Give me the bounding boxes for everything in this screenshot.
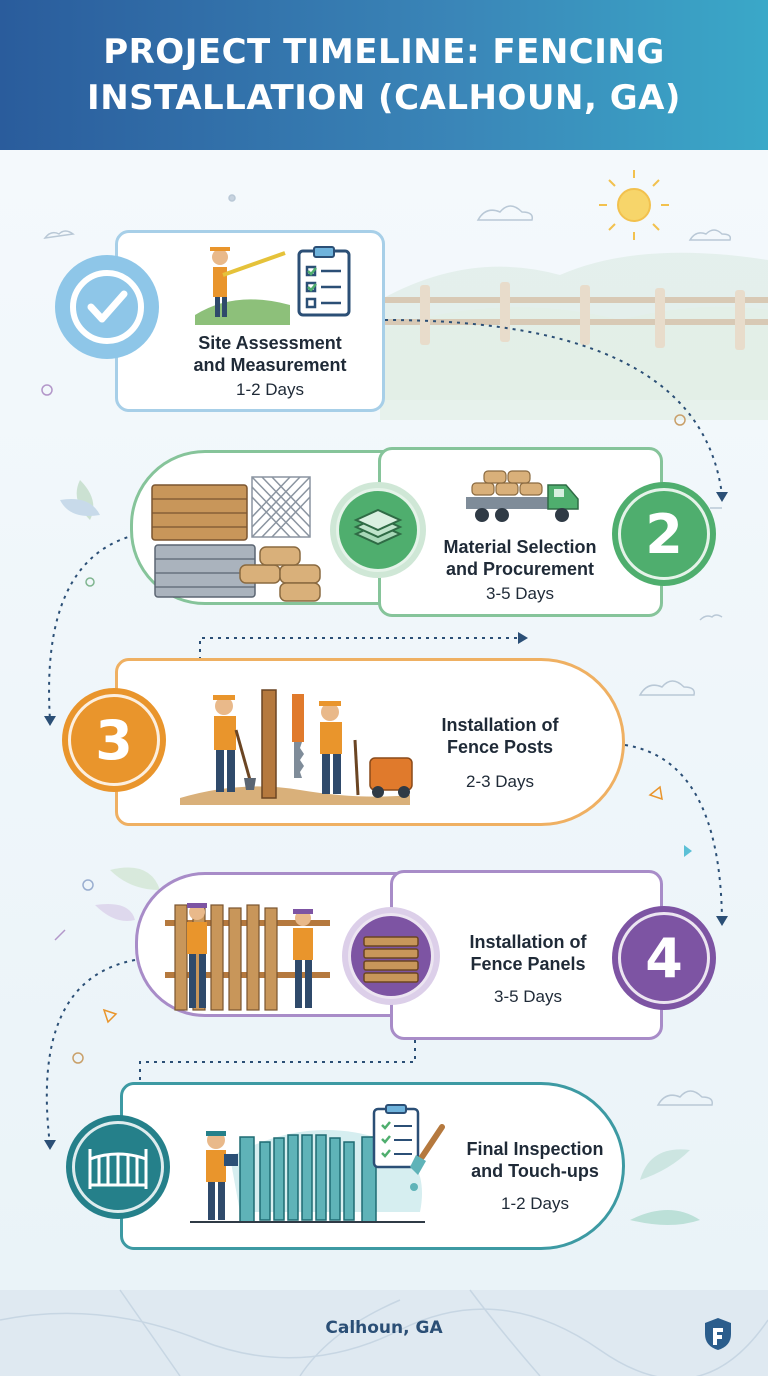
step-2-duration: 3-5 Days (485, 584, 555, 603)
footer-location: Calhoun, GA (325, 1318, 443, 1338)
step-3-label: Installation of Fence Posts 2-3 Days (405, 714, 595, 792)
step-5-title-line-1: Final Inspection (466, 1139, 604, 1159)
step-3-duration: 2-3 Days (465, 772, 535, 791)
paintbrush-icon (372, 1104, 445, 1191)
step-1-badge (55, 255, 159, 359)
step-2-badge: 2 (612, 482, 716, 586)
step-4-label: Installation of Fence Panels 3-5 Days (433, 931, 623, 1007)
step-4-title-line-2: Fence Panels (470, 954, 586, 974)
footer-map (0, 1290, 768, 1376)
step-2-number: 2 (645, 502, 683, 566)
truck-icon (466, 470, 579, 522)
step-5-label: Final Inspection and Touch-ups 1-2 Days (440, 1138, 630, 1214)
surveyor-icon (195, 247, 290, 325)
checkmark-icon (70, 270, 144, 344)
step-4-badge: 4 (612, 906, 716, 1010)
step-5-title-line-2: and Touch-ups (471, 1161, 599, 1181)
step-5-duration: 1-2 Days (500, 1194, 570, 1213)
post-digging-icon (180, 689, 413, 805)
step-4-inner-badge (342, 907, 440, 1005)
step-1-title-line-1: Site Assessment (198, 333, 342, 353)
step-2-inner-badge (330, 482, 426, 578)
planks-icon (363, 936, 419, 983)
step-2-title-line-2: and Procurement (445, 559, 595, 579)
step-3-number: 3 (95, 708, 133, 772)
step-3-title-line-1: Installation of (441, 715, 559, 735)
shield-logo-icon (705, 1318, 731, 1350)
step-3-badge: 3 (62, 688, 166, 792)
fence-panel-icon (165, 903, 330, 1011)
sun-icon (599, 170, 669, 240)
step-4-number: 4 (645, 926, 683, 990)
inspection-icon (190, 1130, 425, 1223)
page-header: PROJECT TIMELINE: FENCING INSTALLATION (… (0, 0, 768, 150)
step-4-title-line-1: Installation of (469, 932, 587, 952)
step-2-title-line-1: Material Selection (443, 537, 597, 557)
step-1-duration: 1-2 Days (235, 380, 305, 399)
title-line-1: PROJECT TIMELINE: FENCING (103, 32, 665, 72)
title-line-2: INSTALLATION (CALHOUN, GA) (87, 78, 681, 118)
step-1-label: Site Assessment and Measurement 1-2 Days (165, 332, 375, 400)
step-3-title-line-2: Fence Posts (446, 737, 554, 757)
clipboard-icon (297, 246, 351, 317)
layers-icon (353, 508, 403, 546)
step-4-duration: 3-5 Days (493, 987, 563, 1006)
gate-icon (88, 1149, 148, 1189)
step-5-badge (66, 1115, 170, 1219)
step-1-title-line-2: and Measurement (193, 355, 347, 375)
lumber-icon (151, 476, 321, 602)
step-2-label: Material Selection and Procurement 3-5 D… (420, 536, 620, 604)
